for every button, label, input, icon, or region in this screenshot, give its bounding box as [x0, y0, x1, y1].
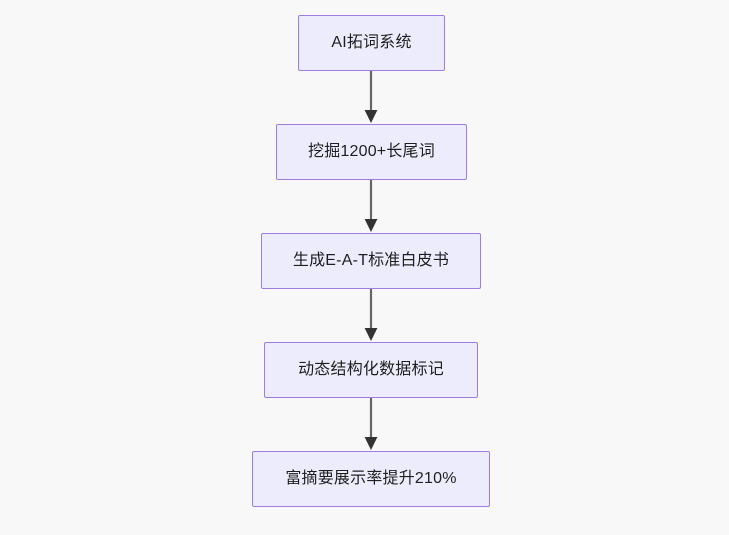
flowchart-node-2[interactable]: 挖掘1200+长尾词	[276, 124, 467, 180]
flowchart-node-4-label: 动态结构化数据标记	[298, 361, 444, 379]
flowchart-node-5-label: 富摘要展示率提升210%	[285, 470, 457, 488]
flowchart-node-4[interactable]: 动态结构化数据标记	[264, 342, 478, 398]
flowchart-edge-4-5	[360, 398, 382, 451]
flowchart-edge-3-4	[360, 289, 382, 342]
flowchart-node-5[interactable]: 富摘要展示率提升210%	[252, 451, 490, 507]
flowchart-node-1-label: AI拓词系统	[331, 34, 412, 52]
flowchart-node-2-label: 挖掘1200+长尾词	[308, 143, 435, 161]
flowchart-edge-2-3	[360, 180, 382, 233]
flowchart-node-1[interactable]: AI拓词系统	[298, 15, 445, 71]
flowchart-edge-1-2	[360, 71, 382, 124]
flowchart-node-3[interactable]: 生成E-A-T标准白皮书	[261, 233, 481, 289]
flowchart-node-3-label: 生成E-A-T标准白皮书	[292, 252, 450, 270]
